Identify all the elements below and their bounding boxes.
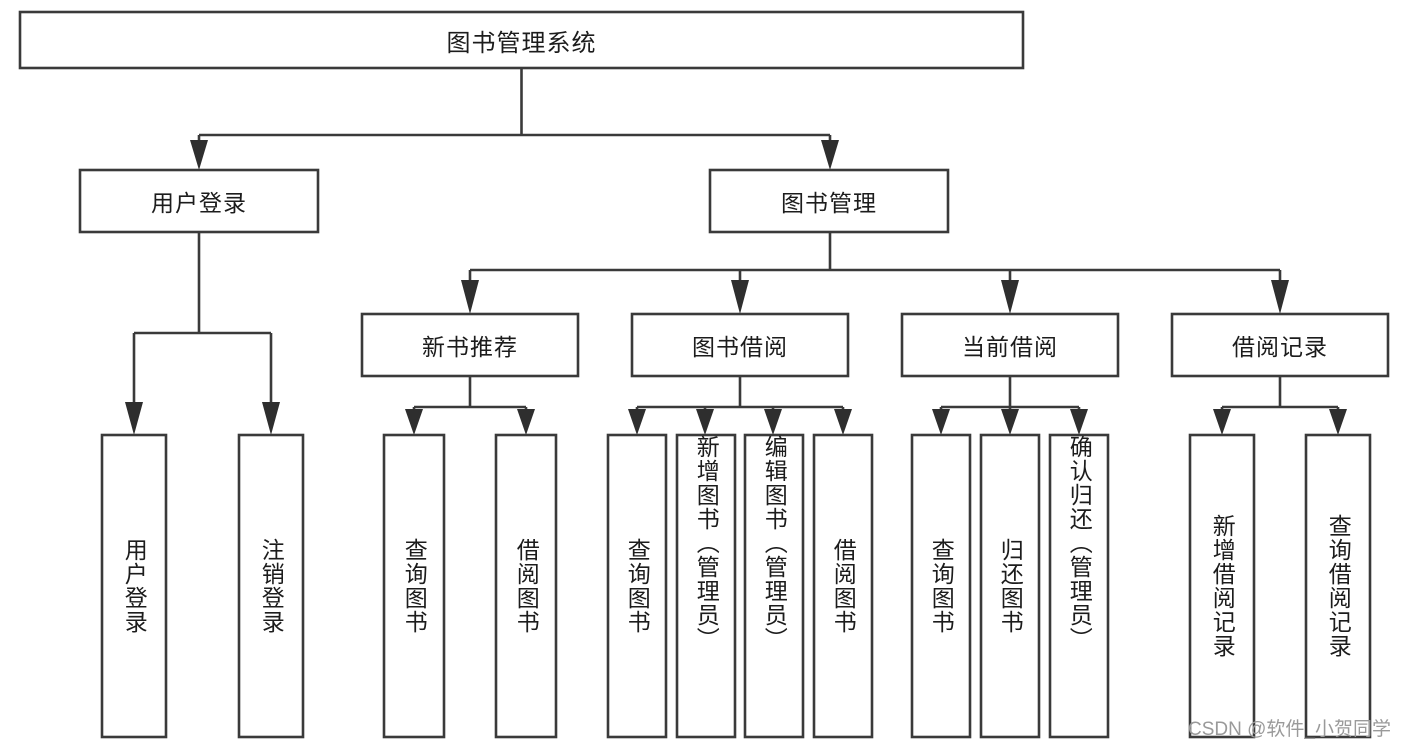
node-box-leaf-query-book-2[interactable] <box>606 433 668 739</box>
node-box-user-login[interactable] <box>78 168 320 234</box>
connector-root-to-level2 <box>190 68 839 170</box>
node-box-leaf-query-book-1[interactable] <box>382 433 446 739</box>
arrow-head-leaf-query-3 <box>932 409 950 435</box>
arrow-head-book-manage <box>821 140 839 170</box>
arrow-head-borrow-record <box>1271 280 1289 314</box>
node-box-leaf-confirm-return[interactable] <box>1048 433 1110 739</box>
arrow-head-new-book <box>461 280 479 314</box>
node-box-leaf-query-record[interactable] <box>1304 433 1372 739</box>
node-box-leaf-user-login[interactable] <box>100 433 168 739</box>
arrow-head-leaf-return-book <box>1001 409 1019 435</box>
arrow-head-current-borrow <box>1001 280 1019 314</box>
node-box-book-manage[interactable] <box>708 168 950 234</box>
arrow-head-leaf-logout <box>262 402 280 435</box>
connector-bookborrow-to-leaves <box>628 376 852 435</box>
node-box-leaf-add-record[interactable] <box>1188 433 1256 739</box>
node-box-new-book-recommend[interactable] <box>360 312 580 378</box>
node-box-leaf-query-book-3[interactable] <box>910 433 972 739</box>
node-box-current-borrow[interactable] <box>900 312 1120 378</box>
node-box-leaf-return-book[interactable] <box>979 433 1041 739</box>
node-box-leaf-edit-book[interactable] <box>743 433 805 739</box>
arrow-head-leaf-query-1 <box>405 409 423 435</box>
arrow-head-leaf-add-book <box>696 409 714 435</box>
node-box-leaf-logout-login[interactable] <box>237 433 305 739</box>
node-box-leaf-borrow-book-1[interactable] <box>494 433 558 739</box>
connector-bookmanage-to-level3 <box>461 232 1289 314</box>
arrow-head-leaf-confirm-return <box>1070 409 1088 435</box>
arrow-head-user-login <box>190 140 208 170</box>
connector-newbook-to-leaves <box>405 376 535 435</box>
node-box-book-borrow[interactable] <box>630 312 850 378</box>
arrow-head-leaf-edit-book <box>764 409 782 435</box>
node-box-leaf-add-book[interactable] <box>675 433 737 739</box>
arrow-head-leaf-query-record <box>1329 409 1347 435</box>
connector-currentborrow-to-leaves <box>932 376 1088 435</box>
connector-borrowrecord-to-leaves <box>1213 376 1347 435</box>
node-box-leaf-borrow-book-2[interactable] <box>812 433 874 739</box>
arrow-head-leaf-user-login <box>125 402 143 435</box>
connector-userlogin-to-leaves <box>125 232 280 435</box>
arrow-head-leaf-add-record <box>1213 409 1231 435</box>
arrow-head-leaf-borrow-2 <box>834 409 852 435</box>
node-box-borrow-record[interactable] <box>1170 312 1390 378</box>
arrow-head-leaf-query-2 <box>628 409 646 435</box>
node-box-root[interactable] <box>18 10 1025 70</box>
arrow-head-leaf-borrow-1 <box>517 409 535 435</box>
arrow-head-book-borrow <box>731 280 749 314</box>
